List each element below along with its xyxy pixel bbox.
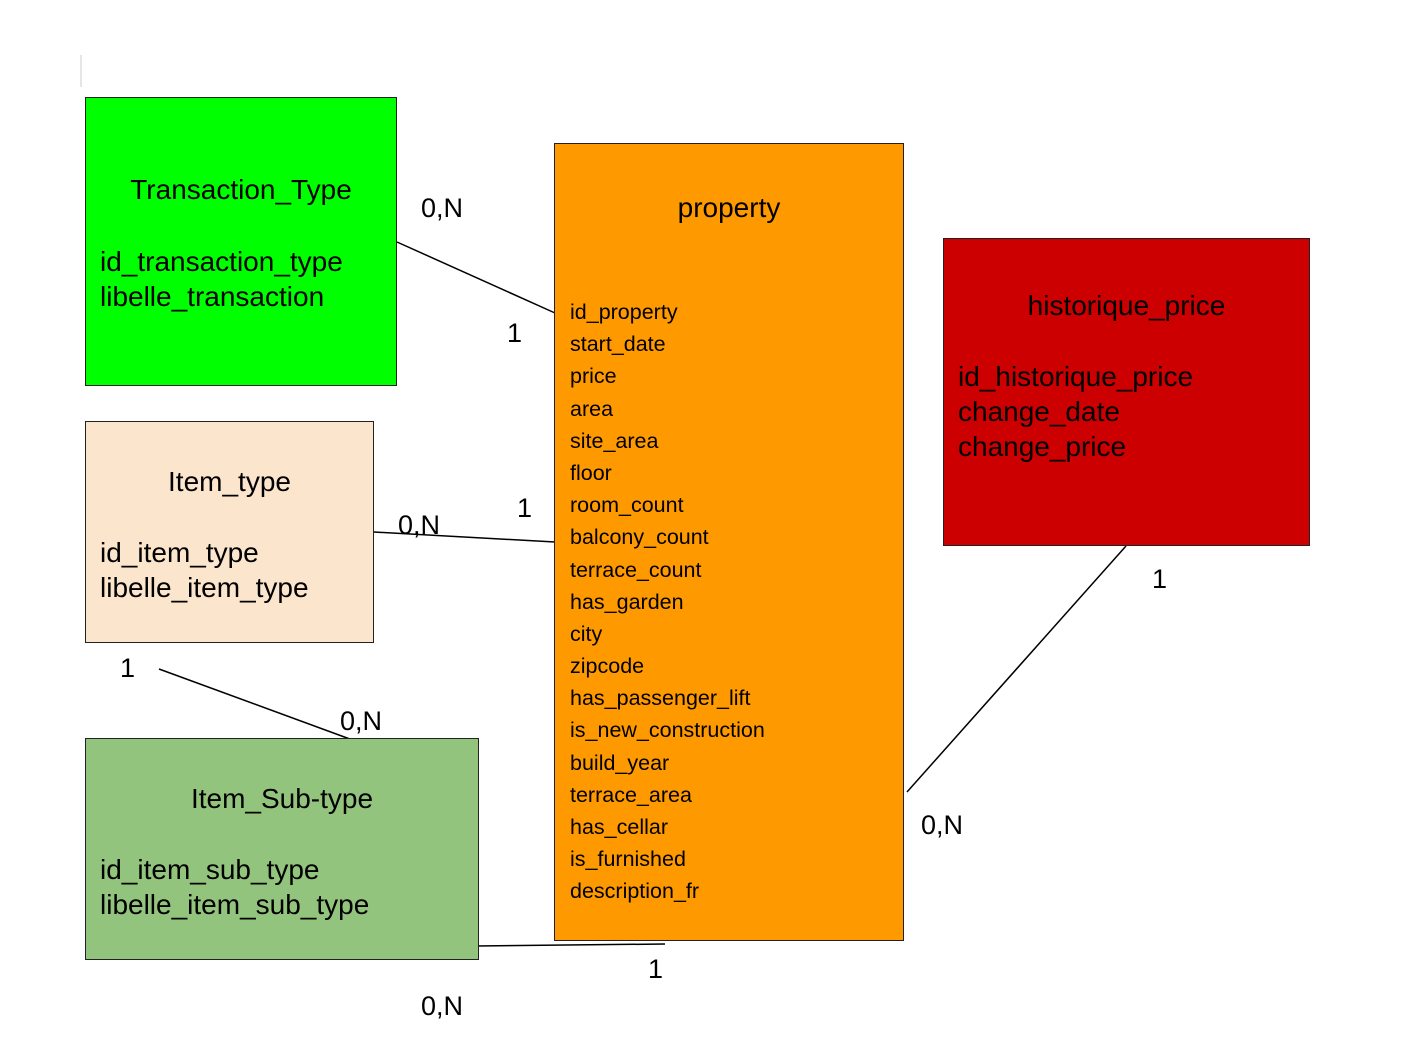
cardinality-label: 1 [1152,564,1168,594]
field-name: change_date [958,396,1120,427]
entity-title: historique_price [1027,290,1226,321]
field-name: floor [570,460,612,485]
field-name: room_count [570,493,684,518]
entity-historique-price[interactable]: historique_price id_historique_price cha… [943,238,1310,546]
field-name: has_cellar [570,815,668,839]
field-name: description_fr [570,879,700,904]
cardinality-label: 0,N [398,510,441,540]
cardinality-label: 0,N [921,810,964,840]
field-name: area [570,396,614,421]
field-name: is_new_construction [570,718,765,743]
field-name: terrace_count [570,557,702,582]
cardinality-label: 1 [517,493,533,523]
field-name: id_property [570,300,678,324]
entity-transaction-type[interactable]: Transaction_Type id_transaction_type lib… [85,97,397,386]
cardinality-label: 1 [648,954,664,984]
field-name: has_passenger_lift [570,686,751,711]
field-name: id_item_type [100,537,259,568]
cardinality-label: 1 [120,653,136,683]
field-name: build_year [570,750,670,775]
cardinality-label: 1 [507,318,523,348]
field-name: libelle_item_type [100,572,309,603]
field-name: libelle_transaction [100,281,325,312]
link-itemtype-property [373,531,556,543]
entity-item-sub-type[interactable]: Item_Sub-type id_item_sub_type libelle_i… [85,738,479,960]
field-name: id_transaction_type [100,246,343,277]
field-name: change_price [958,431,1127,462]
entity-title: Transaction_Type [130,174,352,205]
cardinality-label: 0,N [421,991,464,1021]
field-name: balcony_count [570,525,709,550]
entity-title: property [677,192,781,223]
entity-title: Item_type [168,466,291,497]
cardinality-label: 0,N [421,193,464,223]
entity-item-type[interactable]: Item_type id_item_type libelle_item_type [85,421,374,643]
field-name: price [570,364,617,389]
link-itemtype-subtype [158,668,359,743]
link-subtype-property [475,943,666,947]
field-name: city [570,621,603,646]
entity-title: Item_Sub-type [190,783,374,814]
field-name: terrace_area [570,782,692,807]
field-name: libelle_item_sub_type [100,889,370,920]
field-name: start_date [570,332,666,357]
field-name: site_area [570,428,659,453]
field-name: id_historique_price [958,361,1194,392]
field-name: id_item_sub_type [100,854,320,885]
field-name: has_garden [570,589,684,614]
link-historique-property [906,545,1127,793]
link-transaction-property [396,241,556,314]
cardinality-label: 0,N [340,706,383,736]
window-edge-mark [80,55,82,87]
field-name: zipcode [570,654,645,679]
field-name: is_furnished [570,847,686,872]
